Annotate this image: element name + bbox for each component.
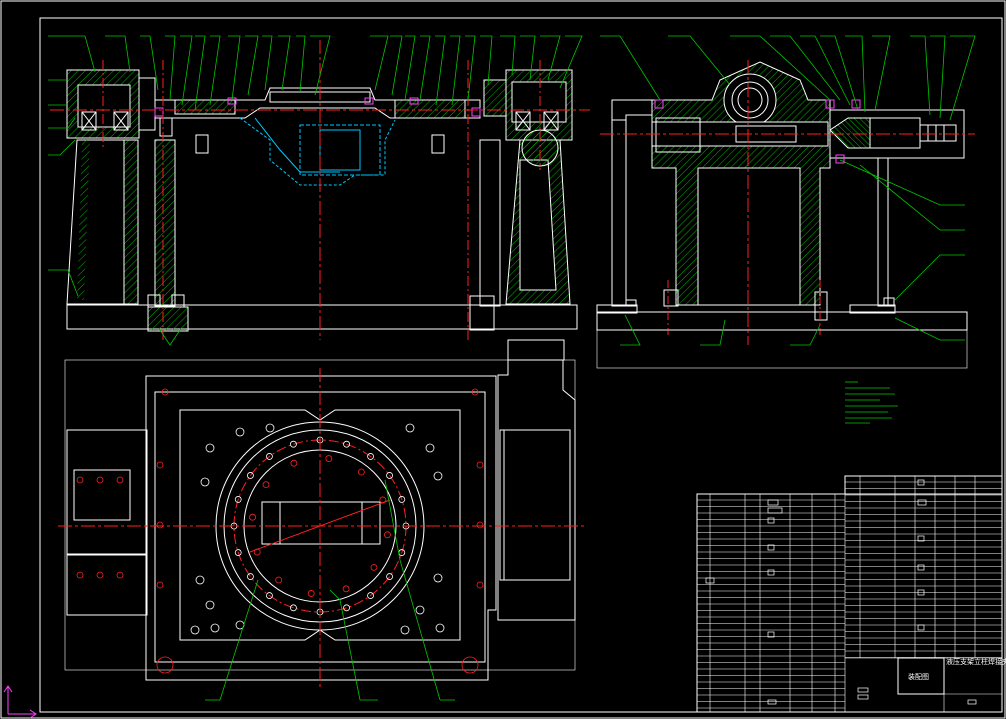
ring-bolt <box>398 496 406 503</box>
drawing-title: 装配图 <box>908 672 929 681</box>
small-caption: 液压支架立柱焊接夹具 <box>946 657 1006 666</box>
ring-bolt <box>343 604 350 612</box>
ring-bolt <box>343 440 350 448</box>
ring-bolt-inner <box>253 548 261 556</box>
ring-bolt <box>290 604 297 612</box>
ring-bolt-inner <box>290 459 298 467</box>
ring-bolt-inner <box>379 496 387 504</box>
ring-bolt <box>266 453 273 460</box>
technical-notes <box>845 381 898 424</box>
ring-bolt-inner <box>325 455 333 462</box>
ring-bolt-inner <box>249 513 256 521</box>
ring-bolt <box>386 472 393 479</box>
ring-bolt-inner <box>384 531 391 539</box>
ring-bolt-inner <box>262 481 270 489</box>
ring-bolt <box>266 592 273 599</box>
ring-bolt-inner <box>307 590 315 597</box>
ring-bolt <box>234 549 242 556</box>
ring-bolt <box>290 440 297 448</box>
ring-bolt <box>367 453 374 460</box>
ring-bolt-inner <box>275 576 283 584</box>
ring-bolt-inner <box>357 468 365 476</box>
side-view <box>596 35 976 369</box>
title-block: 装配图 液压支架立柱焊接夹具 <box>696 475 1006 713</box>
ring-bolt-inner <box>342 585 350 593</box>
ring-bolt <box>367 592 374 599</box>
ucs-icon <box>3 685 37 719</box>
ring-bolt <box>234 496 242 503</box>
ring-bolt <box>247 472 254 479</box>
ring-bolt <box>386 573 393 580</box>
plan-view <box>58 339 585 701</box>
front-view <box>48 35 590 346</box>
ring-bolt-inner <box>370 563 378 571</box>
ring-bolt <box>247 573 254 580</box>
